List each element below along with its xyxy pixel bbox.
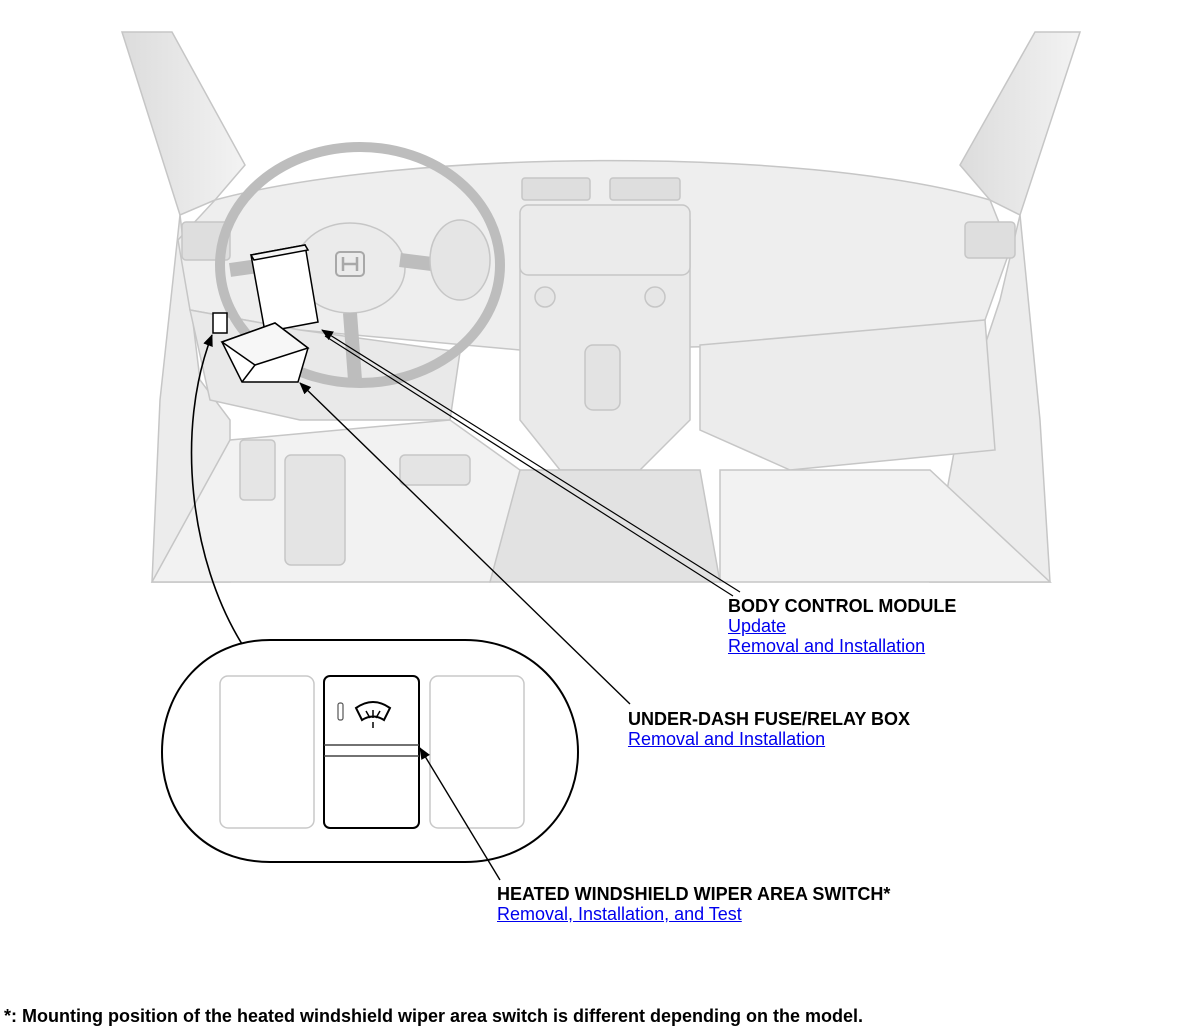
brake-pedal [399, 454, 471, 486]
heated-wiper-switch [323, 675, 420, 829]
callout-under-dash-fuse-relay-box: UNDER-DASH FUSE/RELAY BOX Removal and In… [628, 709, 910, 749]
honda-h-logo-icon [335, 251, 365, 277]
bcm-removal-link[interactable]: Removal and Installation [728, 636, 926, 656]
switch-removal-link[interactable]: Removal, Installation, and Test [497, 904, 742, 924]
switch-location-marker [212, 312, 228, 334]
left-switch-panel [239, 439, 276, 501]
display-screen [519, 204, 691, 276]
accelerator-pedal [284, 454, 346, 566]
center-vent-right [609, 177, 681, 201]
leader-bcm-b [324, 335, 734, 597]
bcm-update-link[interactable]: Update [728, 616, 787, 636]
leader-switch [419, 747, 501, 881]
leader-lines [190, 329, 741, 881]
fuse-box-title: UNDER-DASH FUSE/RELAY BOX [628, 709, 911, 729]
leader-bcm-a [321, 329, 741, 593]
under-dash-fuse-relay-box [220, 322, 310, 383]
switch-zoom-inset [160, 639, 580, 863]
vehicle-interior [120, 31, 1082, 583]
right-vent [964, 221, 1016, 259]
instrument-cluster [429, 219, 491, 301]
glovebox [699, 319, 996, 471]
leader-fuse [299, 382, 631, 705]
blank-switch-right [429, 675, 525, 829]
body-control-module-box [249, 244, 319, 333]
steering-wheel-rim [215, 142, 505, 388]
heated-wiper-icon [354, 701, 392, 728]
floor-right [719, 469, 1052, 583]
bcm-title: BODY CONTROL MODULE [728, 596, 957, 616]
switch-title: HEATED WINDSHIELD WIPER AREA SWITCH* [497, 884, 891, 904]
leader-switch-zoom [190, 334, 243, 645]
right-pillar [959, 31, 1082, 217]
blank-switch-left [219, 675, 315, 829]
knob-right [644, 286, 666, 308]
footnote: *: Mounting position of the heated winds… [4, 1006, 864, 1026]
left-pillar [120, 31, 246, 217]
fuse-box-removal-link[interactable]: Removal and Installation [628, 729, 826, 749]
knob-left [534, 286, 556, 308]
callout-heated-wiper-switch: HEATED WINDSHIELD WIPER AREA SWITCH* Rem… [497, 884, 890, 924]
center-vent-left [521, 177, 591, 201]
callout-body-control-module: BODY CONTROL MODULE Update Removal and I… [728, 596, 956, 656]
indicator-light [337, 702, 344, 721]
shifter [584, 344, 621, 411]
